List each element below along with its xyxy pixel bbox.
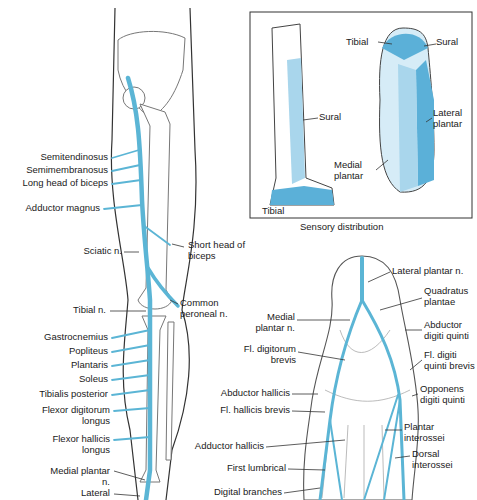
anatomy-label: Fl. digiti quinti brevis — [424, 350, 476, 372]
anatomy-label: Plantaris — [28, 360, 108, 371]
anatomy-label: Semimembranosus — [18, 165, 108, 176]
anatomy-label: Popliteus — [28, 346, 108, 357]
anatomy-label: Abductor hallicis — [200, 388, 290, 399]
anatomy-label: Quadratus plantae — [424, 286, 474, 308]
anatomy-label: Soleus — [28, 374, 108, 385]
anatomy-label: Abductor digiti quinti — [424, 320, 476, 342]
anatomy-label: Medial plantar n. — [240, 312, 295, 334]
anatomy-label: Short head of biceps — [188, 240, 248, 262]
anatomy-label: Sciatic n. — [62, 246, 122, 257]
anatomy-label: Fl. digitorum brevis — [234, 344, 296, 366]
anatomy-label: Gastrocnemius — [28, 332, 108, 343]
anatomy-label: Opponens digiti quinti — [420, 384, 475, 406]
anatomy-label: Adductor magnus — [10, 203, 100, 214]
anatomy-label: Common peroneal n. — [180, 298, 252, 320]
anatomy-label: Digital branches — [192, 487, 282, 498]
sensory-label: Sural — [436, 37, 468, 48]
anatomy-label: Medial plantar n. — [50, 466, 110, 488]
anatomy-label: Tibialis posterior — [18, 389, 108, 400]
anatomy-label: Long head of biceps — [8, 178, 108, 189]
anatomy-label: Dorsal interossei — [412, 449, 462, 471]
anatomy-label: Adductor hallicis — [174, 441, 264, 452]
anatomy-label: Fl. hallicis brevis — [200, 405, 290, 416]
sensory-label: Sensory distribution — [300, 222, 430, 233]
sensory-label: Medial plantar — [334, 160, 379, 182]
anatomy-label: Flexor digitorum longus — [35, 405, 110, 427]
sensory-label: Lateral plantar — [433, 108, 470, 130]
sensory-label: Tibial — [262, 206, 302, 217]
anatomy-label: Lateral — [50, 488, 110, 499]
anatomy-label: Plantar interossei — [404, 422, 454, 444]
anatomy-label: Lateral plantar n. — [392, 266, 474, 277]
sensory-label: Sural — [319, 112, 351, 123]
anatomy-label: Semitendinosus — [18, 152, 108, 163]
anatomy-label: Tibial n. — [46, 305, 106, 316]
anatomy-label: Flexor hallicis longus — [40, 434, 110, 456]
sensory-label: Tibial — [346, 37, 378, 48]
anatomy-label: First lumbrical — [196, 463, 286, 474]
